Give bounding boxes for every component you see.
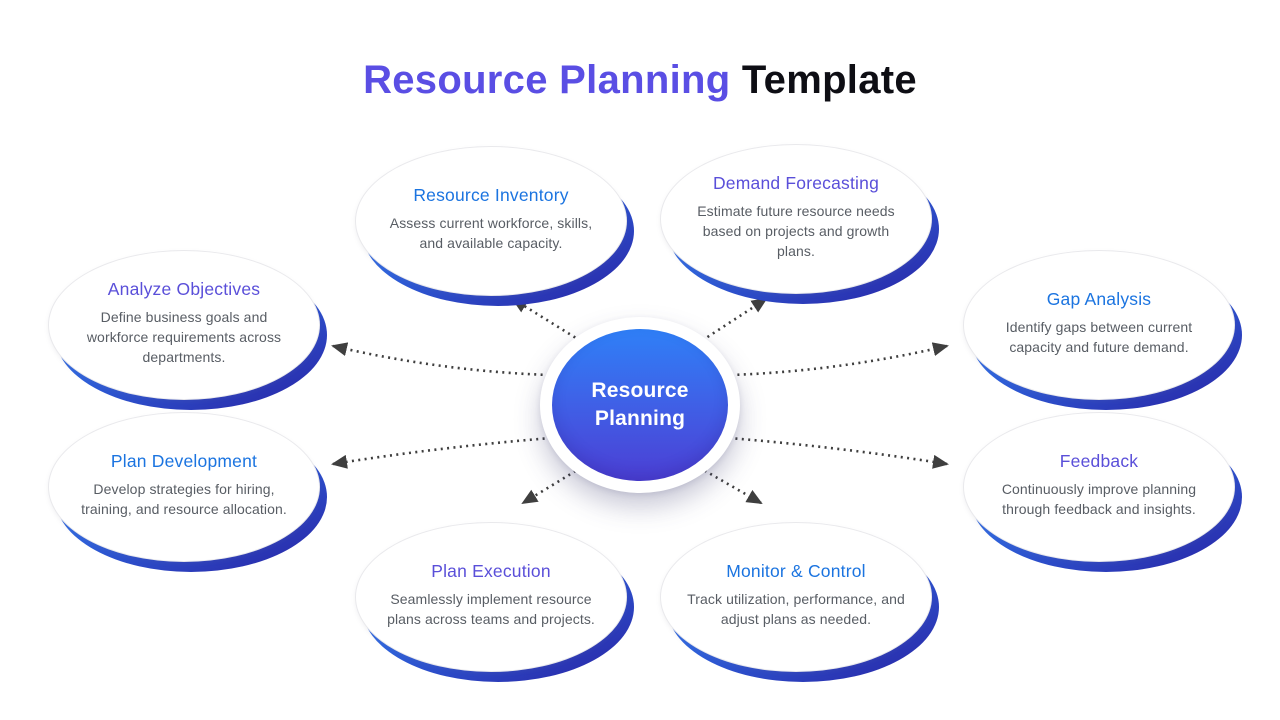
node-demand-forecasting: Demand Forecasting Estimate future resou… [660, 144, 939, 304]
arrow-to-feedback [728, 436, 949, 469]
node-resource-inventory: Resource Inventory Assess current workfo… [355, 146, 634, 306]
page-title-highlight: Resource Planning [363, 58, 731, 102]
node-feedback: Feedback Continuously improve planning t… [963, 412, 1242, 572]
node-description: Seamlessly implement resource plans acro… [387, 590, 595, 627]
node-body: Gap Analysis Identify gaps between curre… [963, 250, 1235, 400]
center-hub-label: Resource Planning [591, 378, 689, 430]
node-body: Plan Execution Seamlessly implement reso… [355, 522, 627, 672]
node-body: Monitor & Control Track utilization, per… [660, 522, 932, 672]
page-title: Resource Planning Template [0, 58, 1280, 103]
node-title: Analyze Objectives [107, 278, 261, 299]
node-title: Plan Development [110, 450, 258, 471]
node-body: Analyze Objectives Define business goals… [48, 250, 320, 400]
node-title: Gap Analysis [1046, 288, 1152, 309]
node-monitor-control: Monitor & Control Track utilization, per… [660, 522, 939, 682]
node-body: Resource Inventory Assess current workfo… [355, 146, 627, 296]
node-body: Demand Forecasting Estimate future resou… [660, 144, 932, 294]
center-hub: Resource Planning [540, 317, 740, 493]
node-body: Feedback Continuously improve planning t… [963, 412, 1235, 562]
node-body: Plan Development Develop strategies for … [48, 412, 320, 562]
node-description: Identify gaps between current capacity a… [1005, 318, 1193, 355]
node-title: Feedback [1059, 450, 1139, 471]
node-title: Demand Forecasting [712, 172, 880, 193]
node-analyze-objectives: Analyze Objectives Define business goals… [48, 250, 327, 410]
node-title: Resource Inventory [413, 184, 569, 205]
node-description: Continuously improve planning through fe… [1001, 480, 1197, 517]
node-title: Monitor & Control [726, 560, 866, 581]
node-description: Define business goals and workforce requ… [86, 308, 282, 366]
node-plan-execution: Plan Execution Seamlessly implement reso… [355, 522, 634, 682]
node-description: Assess current workforce, skills, and av… [389, 214, 593, 251]
arrow-to-gap-analysis [730, 342, 949, 377]
node-title: Plan Execution [431, 560, 551, 581]
arrow-to-analyze-objectives [331, 342, 550, 377]
node-gap-analysis: Gap Analysis Identify gaps between curre… [963, 250, 1242, 410]
page-title-rest: Template [741, 58, 917, 102]
node-plan-development: Plan Development Develop strategies for … [48, 412, 327, 572]
center-hub-circle: Resource Planning [552, 329, 728, 481]
node-description: Estimate future resource needs based on … [697, 202, 895, 260]
arrow-to-plan-development [331, 436, 552, 469]
node-description: Track utilization, performance, and adju… [687, 590, 905, 627]
node-description: Develop strategies for hiring, training,… [81, 480, 287, 517]
